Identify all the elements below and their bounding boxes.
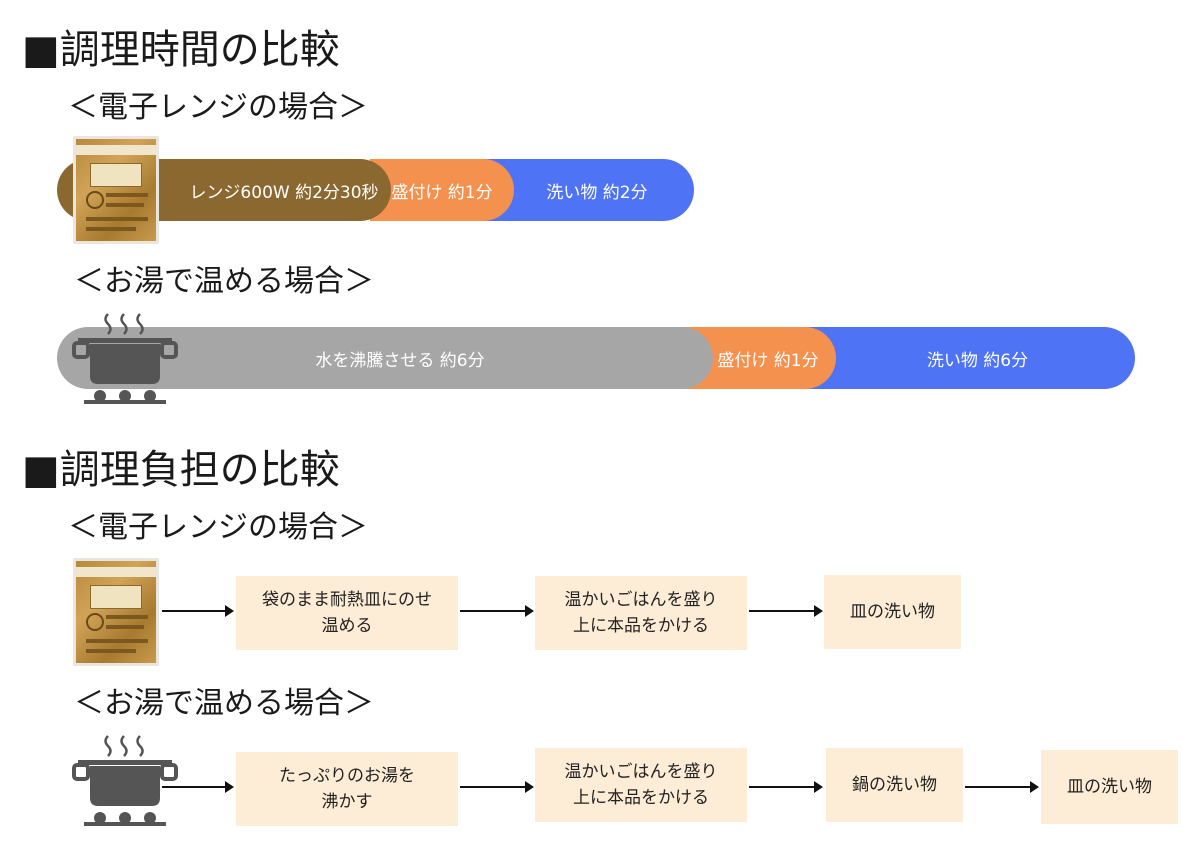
time-bar-boil-wash-segment: 洗い物 約6分 — [790, 327, 1135, 389]
flow-arrow — [749, 605, 823, 617]
pot-on-stove-icon — [72, 313, 178, 404]
flow-arrow — [460, 605, 534, 617]
flow-arrow — [162, 605, 234, 617]
boil-step-wash-pot: 鍋の洗い物 — [826, 748, 963, 822]
retort-pouch-icon — [73, 558, 159, 666]
boil-step-serve: 温かいごはんを盛り 上に本品をかける — [535, 748, 747, 822]
flow-arrow — [749, 781, 823, 793]
flow-arrow — [965, 781, 1039, 793]
boil-step-wash-plate: 皿の洗い物 — [1041, 750, 1178, 824]
time-bar-wash-label: 洗い物 約2分 — [546, 182, 648, 203]
flow-arrow — [460, 781, 534, 793]
time-bar-microwave-label: レンジ600W 約2分30秒 — [189, 182, 379, 203]
microwave-step-wash-plate: 皿の洗い物 — [824, 575, 961, 649]
burden-microwave-subtitle: ＜電子レンジの場合＞ — [68, 510, 368, 545]
time-bar-serve-label: 盛付け 約1分 — [391, 182, 493, 203]
boil-step-boil-water: たっぷりのお湯を 沸かす — [236, 752, 458, 826]
burden-boil-subtitle: ＜お湯で温める場合＞ — [74, 686, 374, 721]
cooking-time-section-title: ■調理時間の比較 — [22, 27, 340, 73]
microwave-step-heat: 袋のまま耐熱皿にのせ 温める — [236, 576, 458, 650]
time-bar-boil-label: 水を沸騰させる 約6分 — [315, 350, 485, 371]
time-bar-serve-segment: 盛付け 約1分 — [370, 159, 514, 221]
time-bar-boil-wash-label: 洗い物 約6分 — [926, 350, 1029, 371]
time-boil-subtitle: ＜お湯で温める場合＞ — [74, 264, 374, 299]
cooking-burden-section-title: ■調理負担の比較 — [22, 447, 340, 493]
time-microwave-subtitle: ＜電子レンジの場合＞ — [68, 90, 368, 125]
time-bar-boil-serve-label: 盛付け 約1分 — [717, 350, 819, 371]
pot-on-stove-icon — [72, 735, 178, 826]
flow-arrow — [162, 781, 234, 793]
microwave-step-serve: 温かいごはんを盛り 上に本品をかける — [535, 576, 747, 650]
retort-pouch-icon — [73, 136, 159, 244]
